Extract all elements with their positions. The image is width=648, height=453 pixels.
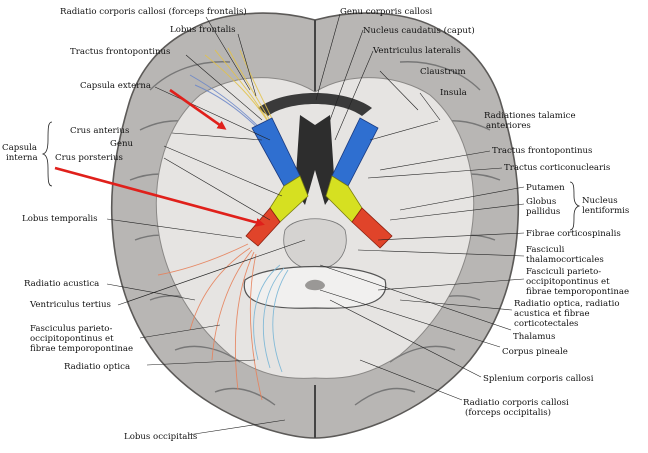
label-radiatio-occipitalis-2: (forceps occipitalis): [465, 407, 551, 418]
label-globus: Globus: [526, 197, 556, 207]
capsula-interna-right: [325, 117, 393, 249]
label-genu-cc: Genu corporis callosi: [340, 7, 433, 17]
label-radiatio-optica-r3: corticotectales: [514, 319, 578, 329]
label-lentiformis: lentiformis: [582, 206, 629, 216]
radiatio-optica-fibers: [253, 264, 289, 373]
label-tractus-corticonuclearis: Tractus corticonuclearis: [504, 163, 610, 173]
label-radiatio-optica-r1: Radiatio optica, radiatio: [514, 299, 620, 309]
label-fasc-parieto-r3: fibrae temporopontinae: [526, 287, 629, 297]
label-radiatio-optica: Radiatio optica: [64, 362, 130, 372]
ventriculus-lateralis: [295, 115, 335, 205]
crus-posterius-left: [245, 207, 281, 247]
label-radiationes-talamice: Radiationes talamice: [484, 111, 576, 121]
label-fasc-left-3: fibrae temporopontinae: [30, 344, 133, 354]
capsula-interna-bracket: [41, 121, 53, 187]
label-ventriculus-tertius: Ventriculus tertius: [29, 300, 111, 310]
label-radiatio-frontalis: Radiatio corporis callosi (forceps front…: [60, 6, 247, 17]
label-lobus-temporalis: Lobus temporalis: [22, 214, 98, 224]
label-claustrum: Claustrum: [420, 67, 466, 77]
label-fasciculi: Fasciculi: [526, 245, 565, 255]
label-crus-posterius: Crus porsterius: [55, 153, 123, 163]
label-radiatio-occipitalis-1: Radiatio corporis callosi: [463, 398, 569, 408]
capsula-interna-left: [245, 117, 309, 247]
label-anteriores: anteriores: [486, 121, 531, 131]
label-nucleus-caudatus: Nucleus caudatus (caput): [363, 25, 475, 36]
label-insula: Insula: [440, 88, 467, 98]
corpus-pineale: [305, 279, 325, 291]
radiatio-acustica-fibers: [157, 243, 263, 401]
arrow-crus-posterius: [54, 166, 265, 227]
crus-posterius-right: [351, 207, 393, 249]
label-nucleus: Nucleus: [582, 196, 618, 206]
label-fasc-left-1: Fasciculus parieto-: [30, 324, 112, 334]
genu-left: [269, 175, 309, 223]
label-pallidus: pallidus: [526, 207, 560, 217]
genu-corporis-callosi: [258, 93, 372, 116]
label-radiatio-optica-r2: acustica et fibrae: [514, 309, 590, 319]
label-thalamus: Thalamus: [513, 332, 555, 342]
label-interna: interna: [6, 153, 38, 163]
label-fasc-parieto-r2: occipitopontinus et: [526, 277, 610, 287]
leader-lines: [106, 13, 525, 436]
label-radiatio-acustica: Radiatio acustica: [24, 279, 99, 289]
labels-right: Genu corporis callosi Nucleus caudatus (…: [340, 7, 629, 418]
label-tractus-fronto-right: Tractus frontopontinus: [492, 146, 592, 156]
label-lobus-frontalis: Lobus frontalis: [170, 25, 236, 35]
label-capsula: Capsula: [2, 143, 37, 153]
label-putamen: Putamen: [526, 183, 565, 193]
label-thalamocorticales: thalamocorticales: [526, 255, 604, 265]
label-crus-anterius: Crus anterius: [70, 126, 129, 136]
nucleus-lentiformis-bracket: [569, 181, 581, 231]
label-corpus-pineale: Corpus pineale: [502, 347, 568, 357]
label-genu: Genu: [110, 139, 133, 149]
label-fasc-left-2: occipitopontinus et: [30, 334, 114, 344]
thalamus: [283, 218, 347, 271]
label-fibrae-corticospinalis: Fibrae corticospinalis: [526, 229, 621, 239]
label-lobus-occipitalis: Lobus occipitalis: [124, 432, 197, 442]
label-ventriculus-lateralis: Ventriculus lateralis: [372, 46, 461, 56]
arrow-capsula-externa: [169, 88, 227, 130]
label-fasc-parieto-r1: Fasciculi parieto-: [526, 267, 601, 277]
label-capsula-externa: Capsula externa: [80, 81, 151, 91]
label-splenium: Splenium corporis callosi: [483, 374, 594, 384]
label-tractus-fronto-left: Tractus frontopontinus: [70, 47, 170, 57]
labels-left: Radiatio corporis callosi (forceps front…: [2, 6, 247, 442]
